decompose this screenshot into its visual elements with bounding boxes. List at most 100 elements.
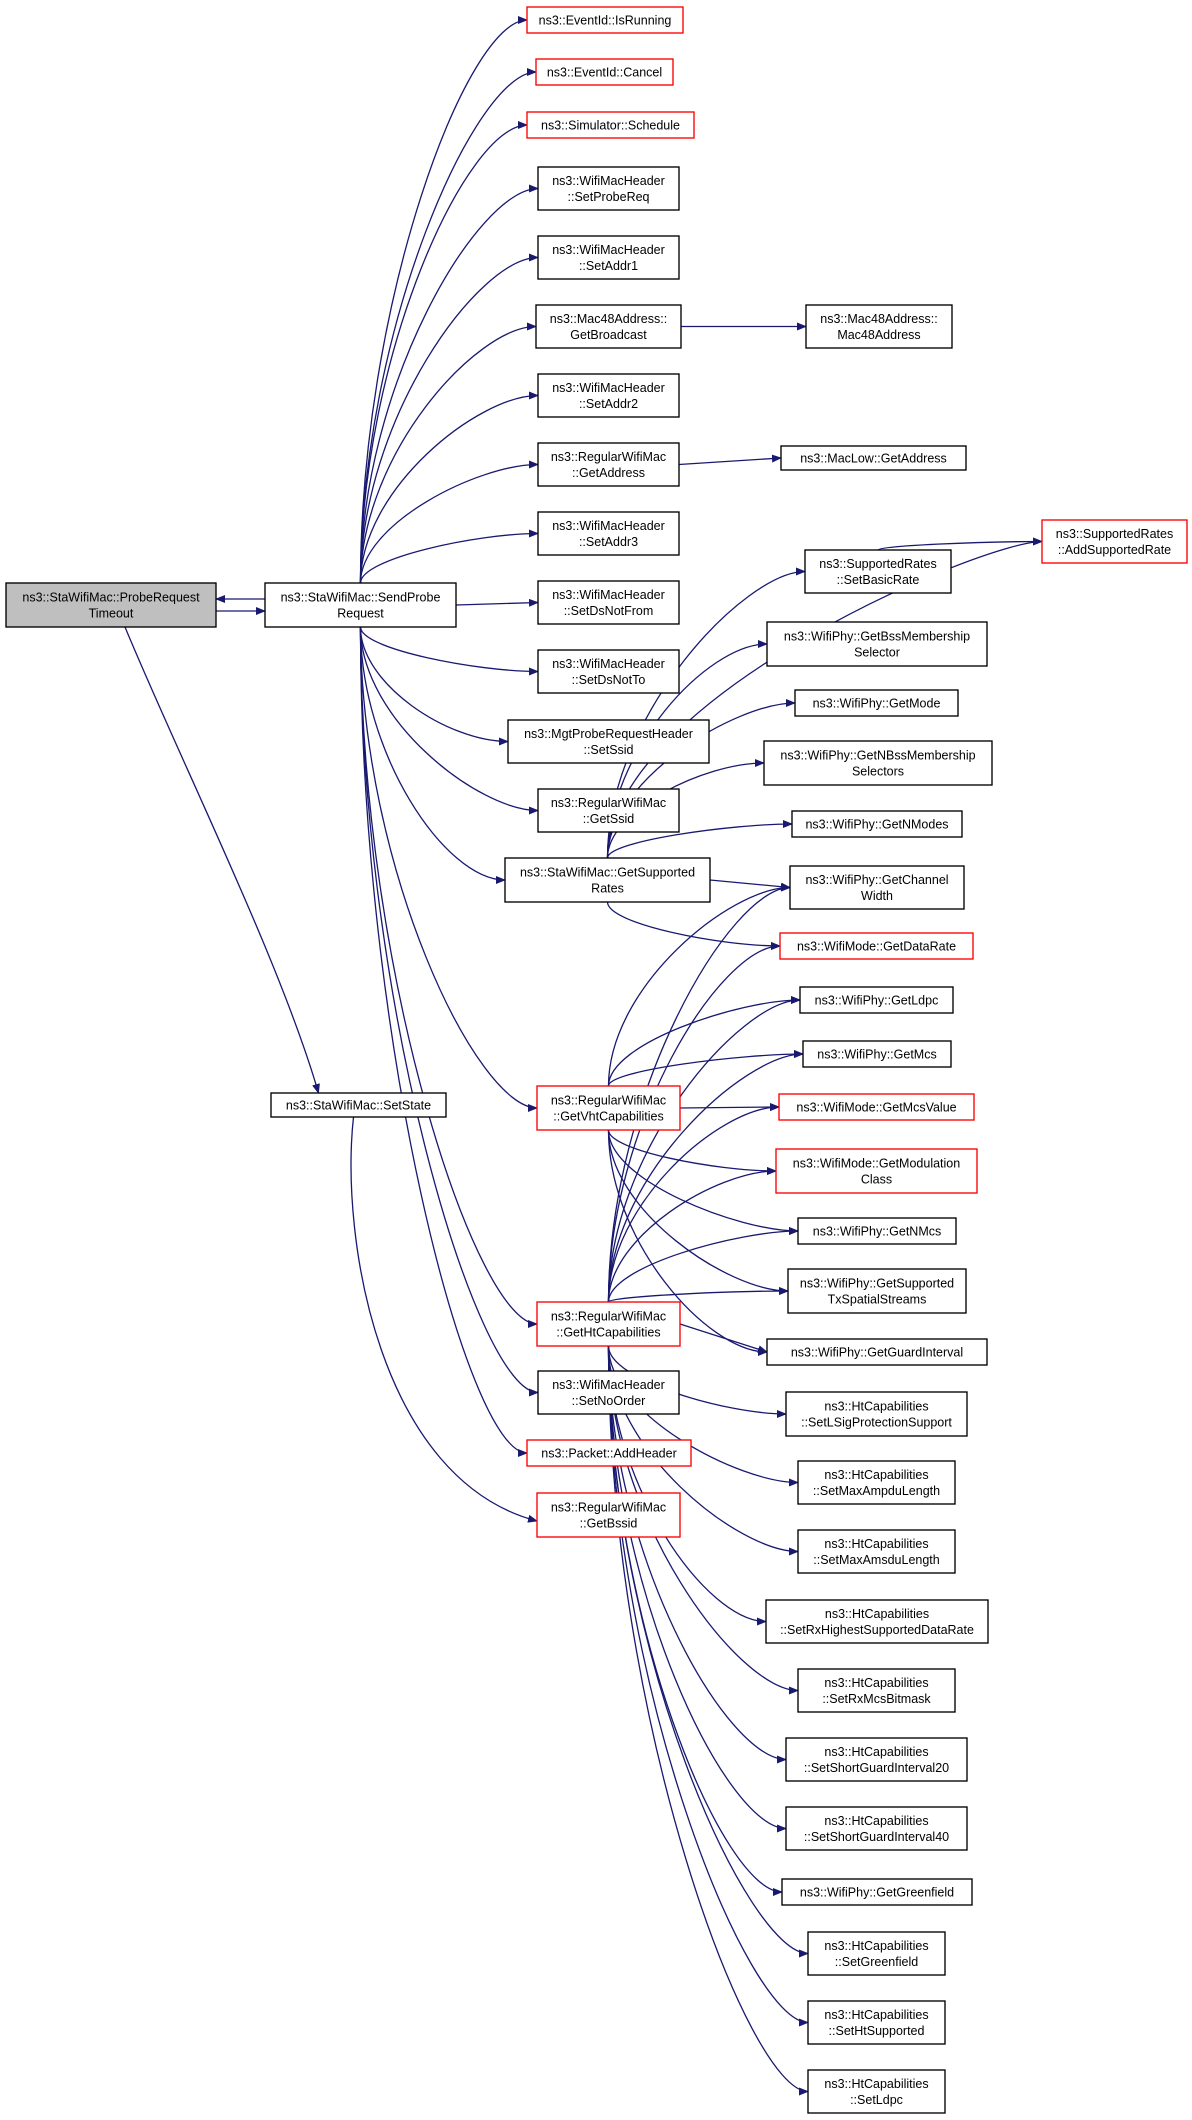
node-box[interactable]: [797, 1529, 956, 1574]
node-setAddr3[interactable]: ns3::WifiMacHeader::SetAddr3: [537, 511, 680, 556]
node-box[interactable]: [1041, 519, 1188, 564]
node-box[interactable]: [775, 1148, 978, 1194]
node-box[interactable]: [797, 1460, 956, 1505]
node-box[interactable]: [526, 6, 684, 34]
node-setAddr2[interactable]: ns3::WifiMacHeader::SetAddr2: [537, 373, 680, 418]
node-getGuardInterval[interactable]: ns3::WifiPhy::GetGuardInterval: [766, 1338, 988, 1366]
node-setDsNotFrom[interactable]: ns3::WifiMacHeader::SetDsNotFrom: [537, 580, 680, 625]
node-box[interactable]: [780, 445, 967, 471]
node-box[interactable]: [535, 58, 674, 86]
node-getMcsValue[interactable]: ns3::WifiMode::GetMcsValue: [778, 1093, 975, 1121]
node-box[interactable]: [537, 511, 680, 556]
node-getNModes[interactable]: ns3::WifiPhy::GetNModes: [791, 810, 963, 838]
node-box[interactable]: [781, 1878, 973, 1906]
node-getSsid[interactable]: ns3::RegularWifiMac::GetSsid: [537, 788, 680, 833]
node-box[interactable]: [535, 304, 682, 349]
node-setSGI20[interactable]: ns3::HtCapabilities::SetShortGuardInterv…: [785, 1737, 968, 1782]
node-box[interactable]: [785, 1391, 968, 1437]
node-getBssid[interactable]: ns3::RegularWifiMac::GetBssid: [536, 1492, 681, 1538]
node-getNMcs[interactable]: ns3::WifiPhy::GetNMcs: [797, 1217, 957, 1245]
node-box[interactable]: [504, 857, 711, 903]
node-setLSig[interactable]: ns3::HtCapabilities::SetLSigProtectionSu…: [785, 1391, 968, 1437]
node-setDsNotTo[interactable]: ns3::WifiMacHeader::SetDsNotTo: [537, 649, 680, 694]
node-setSsid[interactable]: ns3::MgtProbeRequestHeader::SetSsid: [507, 719, 710, 764]
node-box[interactable]: [779, 932, 974, 960]
node-box[interactable]: [807, 2069, 946, 2114]
node-box[interactable]: [537, 649, 680, 694]
node-getBroadcast[interactable]: ns3::Mac48Address::GetBroadcast: [535, 304, 682, 349]
node-box[interactable]: [791, 810, 963, 838]
node-getGreenfield[interactable]: ns3::WifiPhy::GetGreenfield: [781, 1878, 973, 1906]
node-box[interactable]: [766, 621, 988, 667]
node-box[interactable]: [507, 719, 710, 764]
node-setAddr1[interactable]: ns3::WifiMacHeader::SetAddr1: [537, 235, 680, 280]
node-getMcs[interactable]: ns3::WifiPhy::GetMcs: [802, 1040, 952, 1068]
node-setState[interactable]: ns3::StaWifiMac::SetState: [270, 1092, 447, 1118]
node-box[interactable]: [264, 582, 457, 628]
node-schedule[interactable]: ns3::Simulator::Schedule: [526, 111, 695, 139]
node-setSGI40[interactable]: ns3::HtCapabilities::SetShortGuardInterv…: [785, 1806, 968, 1851]
node-getAddress[interactable]: ns3::RegularWifiMac::GetAddress: [537, 442, 680, 487]
node-getDataRate[interactable]: ns3::WifiMode::GetDataRate: [779, 932, 974, 960]
node-cancel[interactable]: ns3::EventId::Cancel: [535, 58, 674, 86]
node-setProbeReq[interactable]: ns3::WifiMacHeader::SetProbeReq: [537, 166, 680, 211]
node-box[interactable]: [537, 166, 680, 211]
node-box[interactable]: [537, 442, 680, 487]
node-macLowGetAddress[interactable]: ns3::MacLow::GetAddress: [780, 445, 967, 471]
node-box[interactable]: [785, 1737, 968, 1782]
node-setMaxAmpdu[interactable]: ns3::HtCapabilities::SetMaxAmpduLength: [797, 1460, 956, 1505]
node-box[interactable]: [804, 549, 952, 594]
node-getLdpc[interactable]: ns3::WifiPhy::GetLdpc: [799, 986, 954, 1014]
node-box[interactable]: [536, 1085, 681, 1131]
node-box[interactable]: [805, 304, 953, 349]
node-box[interactable]: [536, 1301, 681, 1347]
node-box[interactable]: [797, 1668, 956, 1713]
node-setBasicRate[interactable]: ns3::SupportedRates::SetBasicRate: [804, 549, 952, 594]
node-setRxHighest[interactable]: ns3::HtCapabilities::SetRxHighestSupport…: [765, 1599, 989, 1644]
node-box[interactable]: [778, 1093, 975, 1121]
node-box[interactable]: [807, 1931, 946, 1976]
node-box[interactable]: [537, 580, 680, 625]
node-box[interactable]: [526, 1439, 692, 1467]
node-box[interactable]: [270, 1092, 447, 1118]
node-box[interactable]: [794, 689, 959, 717]
node-mac48[interactable]: ns3::Mac48Address::Mac48Address: [805, 304, 953, 349]
node-getVht[interactable]: ns3::RegularWifiMac::GetVhtCapabilities: [536, 1085, 681, 1131]
node-setHtSupported[interactable]: ns3::HtCapabilities::SetHtSupported: [807, 2000, 946, 2045]
node-box[interactable]: [537, 373, 680, 418]
node-box[interactable]: [766, 1338, 988, 1366]
node-setNoOrder[interactable]: ns3::WifiMacHeader::SetNoOrder: [537, 1370, 680, 1415]
node-box[interactable]: [765, 1599, 989, 1644]
node-box[interactable]: [785, 1806, 968, 1851]
node-box[interactable]: [5, 582, 217, 628]
node-addSupportedRate[interactable]: ns3::SupportedRates::AddSupportedRate: [1041, 519, 1188, 564]
node-getHt[interactable]: ns3::RegularWifiMac::GetHtCapabilities: [536, 1301, 681, 1347]
node-box[interactable]: [807, 2000, 946, 2045]
node-box[interactable]: [537, 788, 680, 833]
node-isRunning[interactable]: ns3::EventId::IsRunning: [526, 6, 684, 34]
node-getMode[interactable]: ns3::WifiPhy::GetMode: [794, 689, 959, 717]
node-box[interactable]: [797, 1217, 957, 1245]
node-addHeader[interactable]: ns3::Packet::AddHeader: [526, 1439, 692, 1467]
node-setGreenfield[interactable]: ns3::HtCapabilities::SetGreenfield: [807, 1931, 946, 1976]
node-setLdpc[interactable]: ns3::HtCapabilities::SetLdpc: [807, 2069, 946, 2114]
node-box[interactable]: [537, 235, 680, 280]
node-getSupportedTx[interactable]: ns3::WifiPhy::GetSupportedTxSpatialStrea…: [787, 1268, 967, 1314]
node-setMaxAmsdu[interactable]: ns3::HtCapabilities::SetMaxAmsduLength: [797, 1529, 956, 1574]
node-box[interactable]: [787, 1268, 967, 1314]
node-setRxMcsBitmask[interactable]: ns3::HtCapabilities::SetRxMcsBitmask: [797, 1668, 956, 1713]
node-box[interactable]: [763, 740, 993, 786]
node-box[interactable]: [536, 1492, 681, 1538]
node-box[interactable]: [802, 1040, 952, 1068]
node-box[interactable]: [537, 1370, 680, 1415]
node-box[interactable]: [526, 111, 695, 139]
node-box[interactable]: [799, 986, 954, 1014]
node-box[interactable]: [789, 865, 965, 910]
